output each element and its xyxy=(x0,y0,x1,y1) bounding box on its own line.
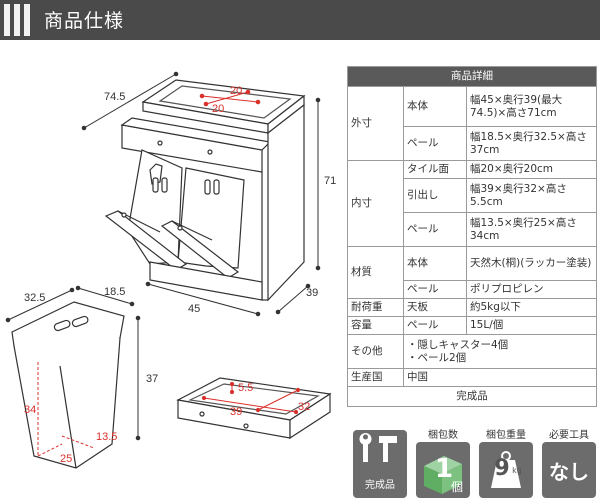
spec-footer: 完成品 xyxy=(347,386,597,407)
dim-tile-b: 20 xyxy=(212,103,224,115)
dim-pail-inner-width: 25 xyxy=(60,453,72,465)
pail-dimension-lines xyxy=(5,285,141,441)
dim-pail-height: 37 xyxy=(146,373,158,385)
spec-inner-tile-value: 幅20×奥行20cm xyxy=(466,160,597,179)
spec-inner-tile-label: タイル面 xyxy=(403,160,467,179)
spec-outer-label: 外寸 xyxy=(347,86,404,161)
spec-outer-pail-value: 幅18.5×奥行32.5×高さ37cm xyxy=(466,126,597,161)
tile-dimension-lines xyxy=(199,89,261,107)
spec-outer-pail-label: ペール xyxy=(403,126,467,161)
badge-tools: 必要工具 なし xyxy=(541,426,597,502)
dim-depth: 39 xyxy=(306,287,318,299)
spec-inner-pail-value: 幅13.5×奥行25×高さ34cm xyxy=(466,212,597,247)
spec-outer-body-value: 幅45×奥行39(最大74.5)×高さ71cm xyxy=(466,86,597,127)
spec-inner-label: 内寸 xyxy=(347,160,404,247)
spec-capacity-value: 15L/個 xyxy=(466,316,597,335)
badge-weight: 梱包重量 9 kg xyxy=(478,426,534,502)
weight-icon xyxy=(491,451,521,488)
spec-other-line1: ・隠しキャスター4個 xyxy=(407,338,509,351)
dim-tile-a: 20 xyxy=(230,85,242,97)
badge-packages-unit: 個 xyxy=(450,480,463,494)
badge-weight-unit: kg xyxy=(512,466,522,475)
product-illustration: 74.5 20 20 71 39 45 32.5 18.5 37 34 13.5… xyxy=(5,71,336,469)
spec-capacity-label: 容量 xyxy=(347,316,404,335)
spec-material-label: 材質 xyxy=(347,246,404,299)
dim-drawer-inner-width: 39 xyxy=(230,406,242,418)
badge-weight-caption: 梱包重量 xyxy=(486,430,526,441)
badge-tools-caption: 必要工具 xyxy=(549,430,589,441)
spec-inner-drawer-value: 幅39×奥行32×高さ5.5cm xyxy=(466,178,597,213)
spec-inner-drawer-label: 引出し xyxy=(403,178,467,213)
section-header: 商品仕様 xyxy=(0,0,600,40)
spec-table: 商品詳細 外寸 本体 幅45×奥行39(最大74.5)×高さ71cm ペール 幅… xyxy=(347,66,597,407)
dim-pail-inner-height: 34 xyxy=(24,404,36,416)
dim-drawer-inner-depth: 32 xyxy=(298,401,310,413)
spec-other-label: その他 xyxy=(347,334,404,369)
section-title: 商品仕様 xyxy=(44,10,125,32)
spec-outer-body-label: 本体 xyxy=(403,86,467,127)
badge-assembled-text: 完成品 xyxy=(365,480,395,491)
drawer-drawing xyxy=(176,377,332,440)
spec-inner-pail-label: ペール xyxy=(403,212,467,247)
spec-load-label: 耐荷重 xyxy=(347,298,404,317)
dim-drawer-inner-height: 5.5 xyxy=(238,382,253,394)
spec-material-body-label: 本体 xyxy=(403,246,467,281)
dim-height: 71 xyxy=(324,175,336,187)
badge-packages-value: 1 xyxy=(434,454,454,484)
spec-other-value: ・隠しキャスター4個 ・ペール2個 xyxy=(403,334,597,369)
dim-width: 45 xyxy=(188,303,200,315)
box-icon xyxy=(424,456,462,494)
dim-cabinet-top: 74.5 xyxy=(104,91,125,103)
badge-packages-caption: 梱包数 xyxy=(428,430,458,441)
cabinet-drawing xyxy=(104,79,306,302)
spec-load-value: 約5kg以下 xyxy=(466,298,597,317)
badge-tools-value: なし xyxy=(549,460,589,484)
pail-inner-dimension-lines xyxy=(37,362,95,457)
badge-assembled: 完成品 xyxy=(352,426,408,502)
tools-icon xyxy=(359,433,397,462)
spec-material-pail-value: ポリプロピレン xyxy=(466,280,597,299)
spec-capacity-sub: ペール xyxy=(403,316,467,335)
info-badges: 完成品 梱包数 1 個 梱包重量 9 kg 必要工具 なし xyxy=(352,426,598,502)
drawer-dimension-lines xyxy=(201,381,301,415)
spec-origin-value: 中国 xyxy=(403,368,597,387)
spec-material-body-value: 天然木(桐)(ラッカー塗装) xyxy=(466,246,597,281)
spec-other-line2: ・ペール2個 xyxy=(407,351,467,364)
spec-title: 商品詳細 xyxy=(347,66,597,87)
cabinet-dimension-lines xyxy=(81,71,321,317)
dim-pail-top-b: 18.5 xyxy=(104,286,125,298)
dim-pail-inner-depth: 13.5 xyxy=(96,431,117,443)
pail-drawing xyxy=(11,301,125,469)
spec-material-pail-label: ペール xyxy=(403,280,467,299)
badge-weight-value: 9 xyxy=(494,456,510,481)
dim-pail-top-a: 32.5 xyxy=(24,292,45,304)
spec-origin-label: 生産国 xyxy=(347,368,404,387)
badge-packages: 梱包数 1 個 xyxy=(415,426,471,502)
spec-load-sub: 天板 xyxy=(403,298,467,317)
